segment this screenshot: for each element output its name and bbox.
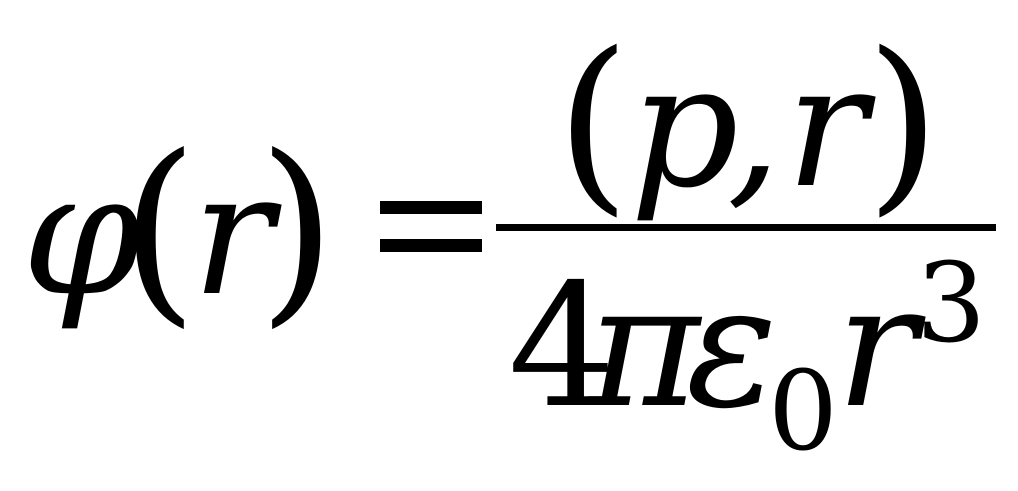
- fraction-bar: [496, 224, 996, 231]
- numerator-comma: ,: [727, 28, 782, 226]
- epsilon-symbol: ε: [686, 248, 778, 446]
- denominator-r-variable: r: [836, 248, 918, 446]
- numerator-close-paren: ): [866, 12, 941, 233]
- pi-symbol: π: [588, 248, 700, 446]
- phi-symbol: φ: [22, 136, 142, 334]
- r-exponent: 3: [916, 239, 986, 367]
- lhs-close-paren: ): [258, 113, 337, 346]
- numerator-r-variable: r: [786, 28, 868, 226]
- epsilon-subscript: 0: [768, 347, 838, 475]
- lhs-open-paren: (: [120, 113, 199, 346]
- numerator-open-paren: (: [556, 12, 631, 233]
- lhs-r-variable: r: [192, 136, 274, 334]
- equals-sign-bottom-bar: [380, 239, 482, 252]
- numerator-p-variable: p: [630, 28, 739, 226]
- denominator-coefficient: 4: [508, 248, 617, 446]
- equals-sign-top-bar: [380, 201, 482, 214]
